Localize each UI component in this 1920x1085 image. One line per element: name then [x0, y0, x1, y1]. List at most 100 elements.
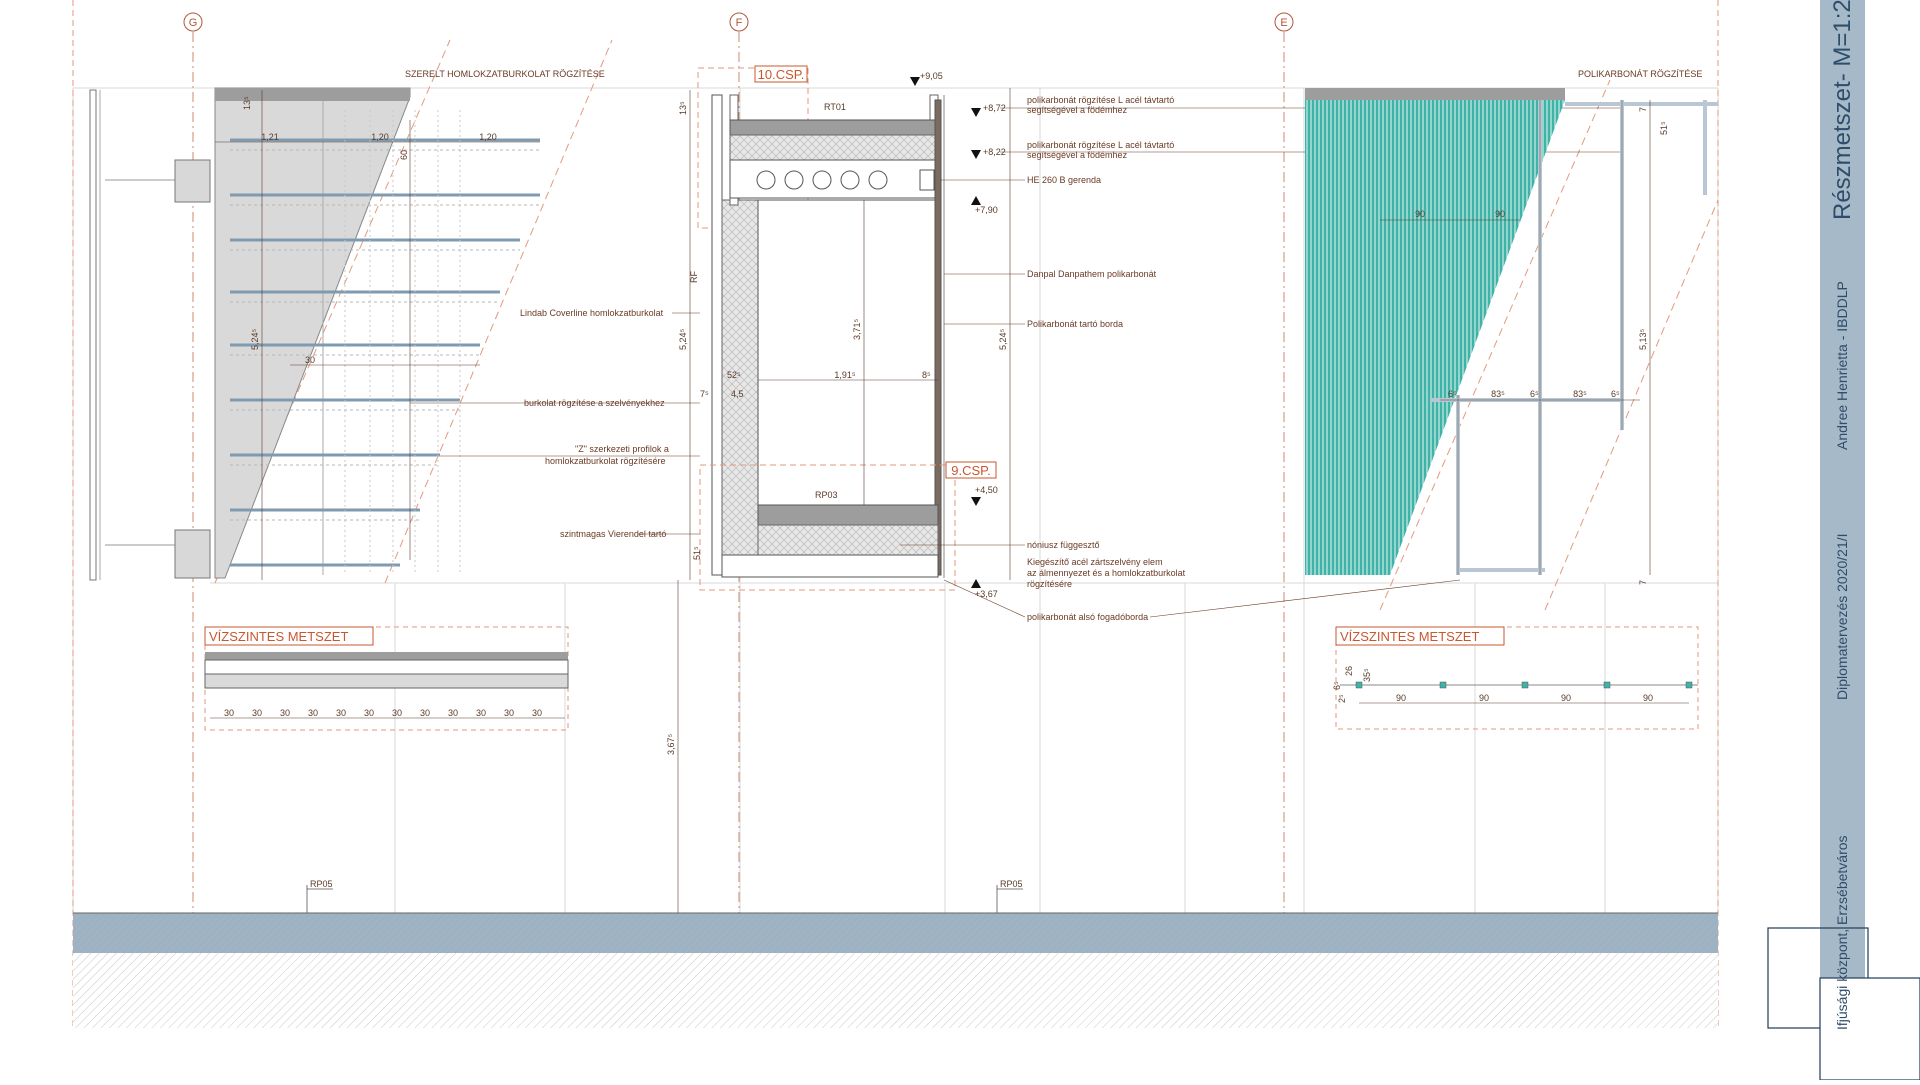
right-polycarbonate: 90 90 6⁵ 83⁵ 6⁵ 83⁵ 6⁵ 5,13⁵ 51⁵ 7 7	[1305, 88, 1718, 585]
dim-sec-90-4: 90	[1643, 693, 1653, 703]
section-right: VÍZSZINTES METSZET 90 90 90 90 26 35⁵ 6⁵…	[1332, 626, 1699, 730]
sheet-title: Részmetszet- M=1:20	[1829, 0, 1856, 220]
label-lindab: Lindab Coverline homlokzatburkolat	[520, 308, 664, 318]
dim-center-7: 7⁵	[700, 389, 709, 399]
axis-label-e: E	[1280, 17, 1287, 29]
label-poly-fix-2a: polikarbonát rögzítése L acél távtartó	[1027, 140, 1174, 150]
center-section: 10.CSP. 9.CSP. 13⁵ 5,24⁵ 3,71⁵ 1,91⁵ 8⁵ …	[666, 65, 1011, 915]
header-cladding: SZERELT HOMLOKZATBURKOLAT RÖGZÍTÉSE	[405, 69, 605, 79]
axis-markers: G F E	[183, 12, 1294, 32]
tag-rp05-right: RP05	[1000, 879, 1023, 889]
dim-center-367: 3,67⁵	[666, 733, 676, 755]
label-poly-fix-1a: polikarbonát rögzítése L acél távtartó	[1027, 95, 1174, 105]
label-z-profil-2: homlokzatburkolat rögzítésére	[545, 456, 666, 466]
dim-poly-6b: 6⁵	[1530, 389, 1539, 399]
dim-sec-2: 2⁵	[1337, 694, 1347, 703]
label-he260b: HE 260 B gerenda	[1027, 175, 1101, 185]
dim-poly-51: 51⁵	[1659, 121, 1669, 135]
detail-9: 9.CSP.	[951, 463, 991, 478]
level-367: +3,67	[975, 589, 998, 599]
tag-rp03: RP03	[815, 490, 838, 500]
dim-sec-30-4: 30	[308, 708, 318, 718]
left-cladding: 1,21 1,20 1,20 13⁵ 60 5,24⁵ 30	[89, 87, 540, 581]
dim-left-524: 5,24⁵	[250, 328, 260, 350]
tag-rt01: RT01	[824, 102, 846, 112]
section-left-title: VÍZSZINTES METSZET	[209, 629, 348, 644]
level-450: +4,50	[975, 485, 998, 495]
axis-label-g: G	[189, 17, 198, 29]
header-polycarbonate: POLIKARBONÁT RÖGZÍTÉSE	[1578, 69, 1702, 79]
dim-center-524: 5,24⁵	[678, 328, 688, 350]
label-poly-bottom: polikarbonát alsó fogadóborda	[1027, 612, 1148, 622]
level-822: +8,22	[983, 147, 1006, 157]
dim-poly-90a: 90	[1415, 209, 1425, 219]
dim-sec-30-7: 30	[392, 708, 402, 718]
label-z-profil-1: "Z" szerkezeti profilok a	[575, 444, 669, 454]
tag-rp05-left: RP05	[310, 879, 333, 889]
dim-center-191: 1,91⁵	[834, 370, 856, 380]
dim-sec-30-8: 30	[420, 708, 430, 718]
axis-label-f: F	[736, 17, 743, 29]
dim-top-b: 1,20	[371, 132, 389, 142]
dim-sec-30-9: 30	[448, 708, 458, 718]
level-872: +8,72	[983, 103, 1006, 113]
dim-sec-6: 6⁵	[1332, 681, 1342, 690]
dim-center-8: 8⁵	[922, 370, 931, 380]
label-danpal: Danpal Danpathem polikarbonát	[1027, 269, 1157, 279]
dim-sec-30-10: 30	[476, 708, 486, 718]
dim-poly-7a: 7	[1638, 107, 1648, 112]
dim-sec-90-3: 90	[1561, 693, 1571, 703]
label-poly-rib: Polikarbonát tartó borda	[1027, 319, 1123, 329]
dim-top-c: 1,20	[479, 132, 497, 142]
dim-poly-83b: 83⁵	[1573, 389, 1587, 399]
level-markers: +9,05 +8,72 +8,22 +7,90 +4,50 +3,67	[910, 71, 1006, 599]
dim-center-371: 3,71⁵	[852, 318, 862, 340]
dim-left-30: 30	[305, 355, 315, 365]
dim-sec-30-6: 30	[364, 708, 374, 718]
dim-left-13: 13⁵	[242, 96, 252, 110]
label-poly-fix-1b: segítségével a födémhez	[1027, 105, 1128, 115]
title-block: Részmetszet- M=1:20 Andree Henrietta - I…	[1767, 0, 1920, 1081]
dim-poly-83a: 83⁵	[1491, 389, 1505, 399]
tag-rf: RF	[689, 271, 699, 283]
section-right-title: VÍZSZINTES METSZET	[1340, 629, 1479, 644]
dim-left-60: 60	[399, 150, 409, 160]
dim-poly-6a: 6⁵	[1448, 389, 1457, 399]
label-vierendel: szintmagas Vierendel tartó	[560, 529, 666, 539]
label-nonius: nóniusz függesztő	[1027, 540, 1100, 550]
dim-sec-30-11: 30	[504, 708, 514, 718]
dim-sec-30-3: 30	[280, 708, 290, 718]
level-790: +7,90	[975, 205, 998, 215]
floor-slab	[73, 912, 1718, 1028]
sheet-course: Diplomatervezés 2020/21/I	[1834, 533, 1850, 700]
detail-10: 10.CSP.	[758, 67, 805, 82]
dim-right-524: 5,24⁵	[998, 328, 1008, 350]
sheet-project: Ifjúsági központ, Erzsébetváros	[1834, 835, 1850, 1030]
dim-poly-90b: 90	[1495, 209, 1505, 219]
dim-sec-30-1: 30	[224, 708, 234, 718]
label-kieg-2: az álmennyezet és a homlokzatburkolat	[1027, 568, 1186, 578]
dim-poly-513: 5,13⁵	[1638, 328, 1648, 350]
dim-center-52: 52⁵	[727, 370, 741, 380]
dim-poly-6c: 6⁵	[1611, 389, 1620, 399]
dim-sec-30-2: 30	[252, 708, 262, 718]
dim-sec-30-5: 30	[336, 708, 346, 718]
label-kieg-3: rögzítésére	[1027, 579, 1072, 589]
left-callouts: Lindab Coverline homlokzatburkolat burko…	[410, 308, 700, 539]
dim-sec-26: 26	[1344, 666, 1354, 676]
label-kieg-1: Kiegészítő acél zártszelvény elem	[1027, 557, 1163, 567]
dim-top-a: 1,21	[261, 132, 279, 142]
dim-sec-30-12: 30	[532, 708, 542, 718]
dim-center-45: 4,5	[731, 389, 744, 399]
title-strip	[1820, 0, 1865, 1030]
level-905: +9,05	[920, 71, 943, 81]
dim-poly-7b: 7	[1638, 580, 1648, 585]
dim-sec-90-1: 90	[1396, 693, 1406, 703]
dim-sec-90-2: 90	[1479, 693, 1489, 703]
label-poly-fix-2b: segítségével a födémhez	[1027, 150, 1128, 160]
section-left: VÍZSZINTES METSZET 30 30 30 30 30 30 30 …	[204, 626, 569, 731]
dashed-frame	[72, 0, 1719, 1030]
dim-sec-35: 35⁵	[1362, 668, 1372, 682]
